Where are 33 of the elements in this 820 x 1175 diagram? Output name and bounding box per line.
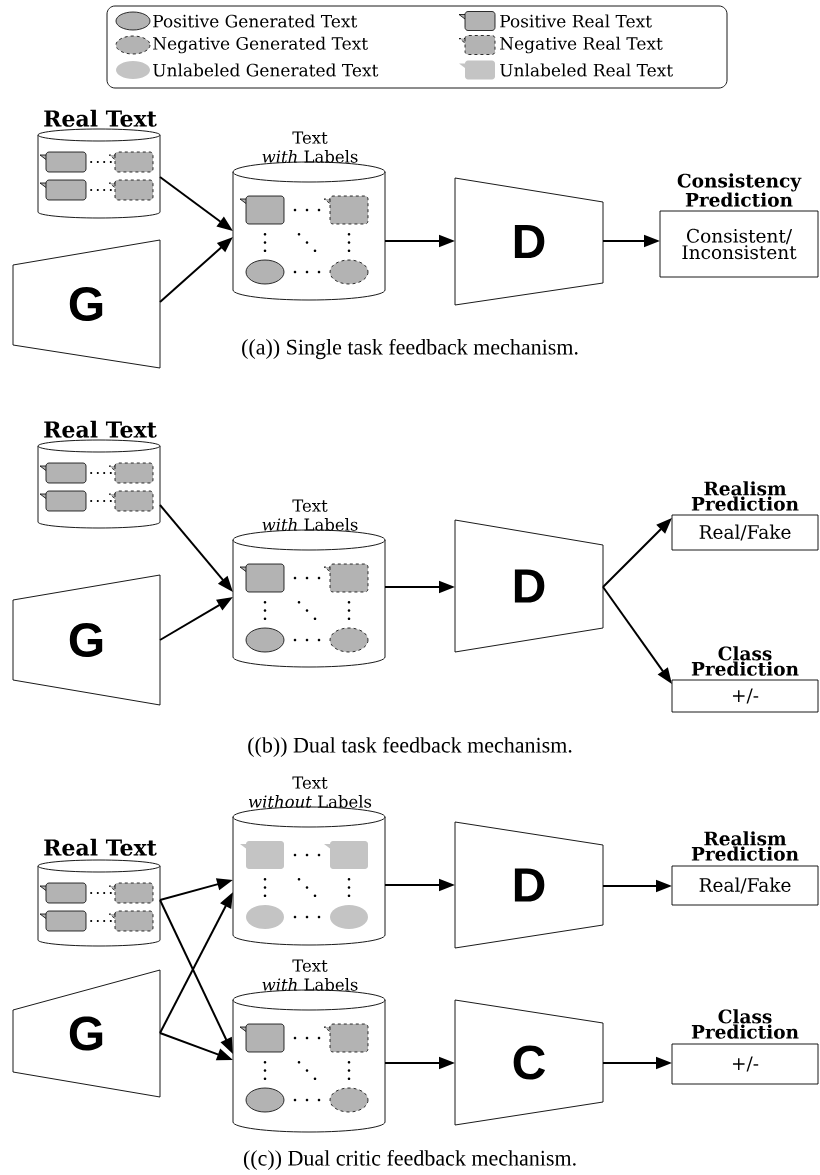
heading: Real Text bbox=[44, 420, 157, 438]
network-trapezoid: G bbox=[12, 969, 161, 1098]
legend-label: Negative Generated Text bbox=[153, 36, 368, 54]
heading: Real Text bbox=[44, 838, 157, 856]
network-trapezoid: C bbox=[454, 999, 604, 1126]
output-box: Consistent/ Inconsistent bbox=[659, 210, 819, 278]
heading: Text without Labels bbox=[248, 776, 372, 808]
caption: ((b)) Dual task feedback mechanism. bbox=[248, 736, 572, 758]
legend-label: Unlabeled Real Text bbox=[500, 63, 673, 77]
heading: Real Text bbox=[44, 109, 157, 127]
caption: ((c)) Dual critic feedback mechanism. bbox=[243, 1149, 576, 1171]
legend-label: Positive Real Text bbox=[500, 14, 652, 28]
heading: Realism Prediction bbox=[691, 481, 799, 511]
network-trapezoid: G bbox=[12, 574, 161, 706]
output-box: Real/Fake bbox=[671, 865, 819, 906]
heading: Class Prediction bbox=[691, 1009, 799, 1039]
legend-label: Unlabeled Generated Text bbox=[153, 63, 379, 77]
heading: Text with Labels bbox=[262, 499, 358, 531]
network-trapezoid: D bbox=[454, 519, 604, 653]
network-trapezoid: G bbox=[12, 239, 161, 369]
output-box: Real/Fake bbox=[671, 514, 819, 551]
network-trapezoid: D bbox=[454, 177, 604, 306]
caption: ((a)) Single task feedback mechanism. bbox=[242, 338, 578, 360]
legend-label: Positive Generated Text bbox=[153, 14, 358, 28]
output-box: +/- bbox=[671, 1043, 819, 1085]
legend-label: Negative Real Text bbox=[500, 36, 663, 54]
network-trapezoid: D bbox=[454, 821, 604, 949]
output-box: +/- bbox=[671, 679, 819, 713]
heading: Realism Prediction bbox=[691, 831, 799, 861]
heading: Text with Labels bbox=[262, 959, 358, 991]
heading: Text with Labels bbox=[262, 131, 358, 163]
heading: Class Prediction bbox=[691, 646, 799, 676]
heading: Consistency Prediction bbox=[677, 173, 802, 207]
